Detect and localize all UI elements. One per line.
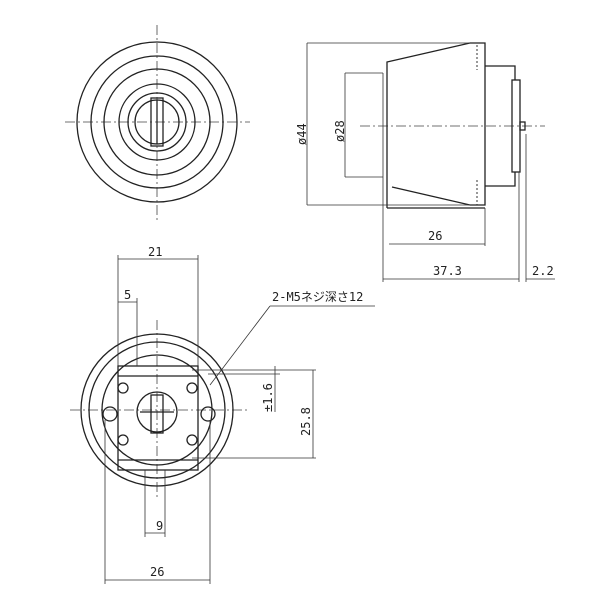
- dim-width-bottom: 26: [150, 565, 165, 579]
- dim-offset: 5: [124, 288, 132, 302]
- dim-total-length: 37.3: [433, 264, 462, 278]
- dim-tolerance: ±1.6: [261, 383, 275, 412]
- dim-body-length: 26: [428, 229, 443, 243]
- dim-slot-width: 9: [156, 519, 164, 533]
- back-view: [70, 255, 375, 584]
- dim-outer-diameter: ø44: [295, 123, 309, 145]
- dim-inner-diameter: ø28: [333, 120, 347, 142]
- side-view: [306, 42, 555, 282]
- dim-plate-thickness: 2.2: [532, 264, 554, 278]
- screw-note: 2-M5ネジ深さ12: [272, 290, 364, 304]
- dim-width-top: 21: [148, 245, 163, 259]
- dim-screw-pitch: 25.8: [299, 407, 313, 436]
- front-view: [65, 25, 250, 220]
